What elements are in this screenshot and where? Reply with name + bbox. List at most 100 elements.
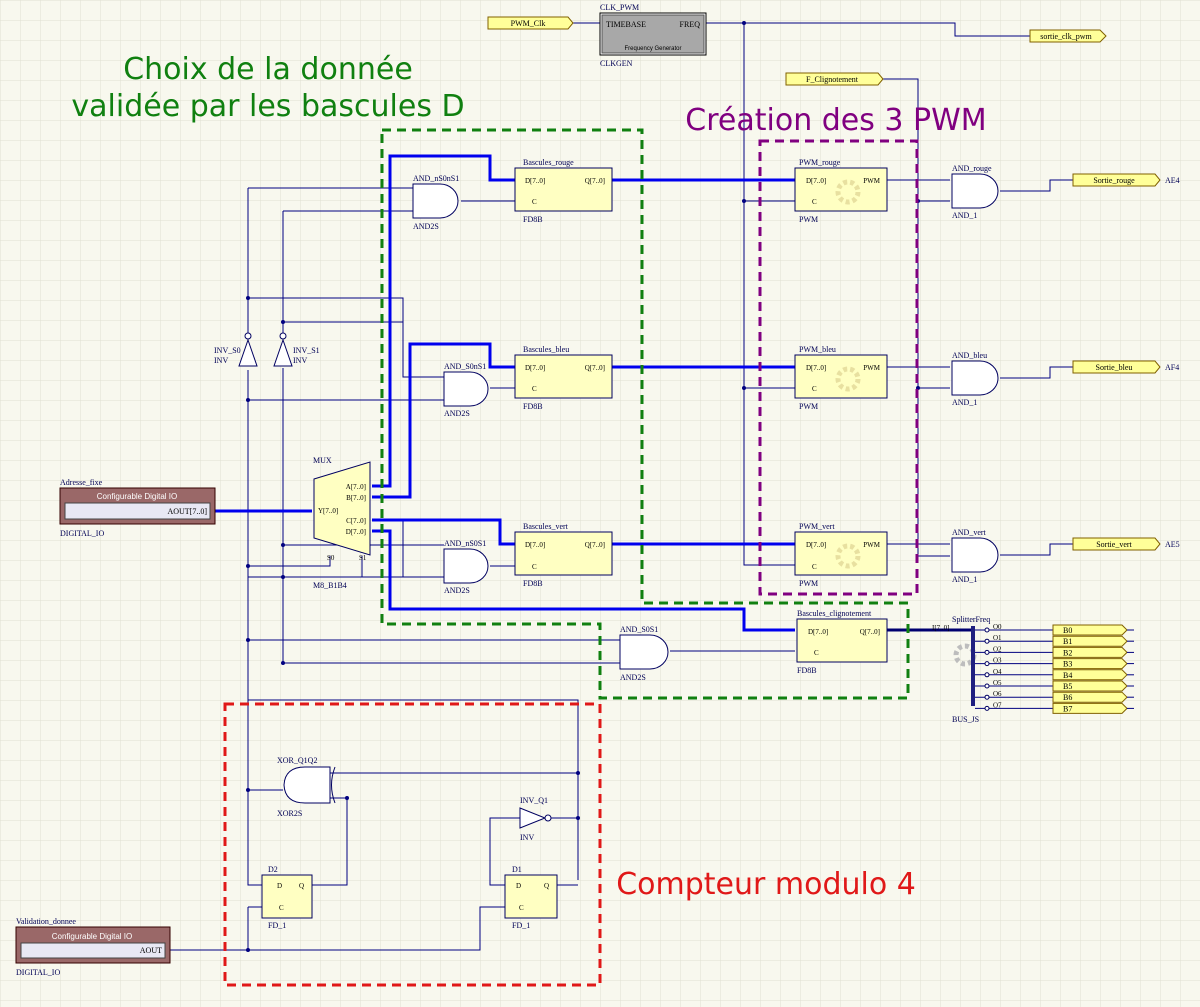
and-gate-s0ns1[interactable] [443,371,489,407]
svg-text:Q: Q [544,882,549,890]
pwm-vert[interactable]: D[7..0] PWM C [794,531,888,576]
splitter-output-label: O2 [993,645,1002,653]
bus-output-port-b4[interactable]: B4 [1052,669,1134,681]
and-gate-bleu[interactable] [951,360,999,396]
flipflop-d1[interactable]: D Q C [504,874,558,919]
port-f-clignotement[interactable]: F_Clignotement [785,72,884,86]
svg-text:D[7..0]: D[7..0] [525,541,545,549]
svg-text:Configurable Digital IO: Configurable Digital IO [52,932,132,941]
splitter-output-label: O4 [993,668,1002,676]
flipflop-d2-name: D2 [268,865,278,874]
bus-output-port-b3[interactable]: B3 [1052,658,1134,670]
splitter-name: SplitterFreq [952,615,990,624]
pwm-rouge-name: PWM_rouge [799,158,841,167]
annotation-creation: Création des 3 PWM [685,103,986,138]
and-gate-s0s1[interactable] [619,634,669,670]
svg-text:C: C [812,563,817,571]
register-rouge[interactable]: D[7..0] Q[7..0] C [514,167,613,212]
flipflop-d2[interactable]: D Q C [261,874,313,919]
inverter-s0[interactable] [238,332,258,367]
register-bleu[interactable]: D[7..0] Q[7..0] C [514,354,613,399]
splitter-output-pin [984,661,990,667]
register-rouge-name: Bascules_rouge [523,158,574,167]
bus-output-label: B3 [1063,660,1072,669]
svg-text:PWM: PWM [863,177,881,185]
inv-s1-type: INV [293,356,307,365]
pwm-bleu[interactable]: D[7..0] PWM C [794,354,888,399]
pwm-vert-name: PWM_vert [799,522,835,531]
port-sortie-vert[interactable]: Sortie_vert [1072,537,1161,551]
junctions [246,21,920,952]
svg-text:S1: S1 [359,554,367,562]
svg-text:D: D [277,882,282,890]
port-sortie-rouge[interactable]: Sortie_rouge [1072,173,1161,187]
bus-output-port-b0[interactable]: B0 [1052,624,1134,636]
svg-text:Q[7..0]: Q[7..0] [585,177,605,185]
svg-text:B[7..0]: B[7..0] [346,494,366,502]
svg-text:PWM_Clk: PWM_Clk [511,19,546,28]
svg-text:D[7..0]: D[7..0] [346,528,366,536]
svg-text:Configurable Digital IO: Configurable Digital IO [97,492,177,501]
and-gate-rouge[interactable] [951,173,999,209]
digital-io-adresse[interactable]: Configurable Digital IO AOUT[7..0] [59,487,216,525]
bus-output-port-b1[interactable]: B1 [1052,635,1134,647]
xor-name: XOR_Q1Q2 [277,756,317,765]
svg-text:I[7..0]: I[7..0] [932,624,950,632]
pwm-rouge-type: PWM [799,215,818,224]
svg-text:D[7..0]: D[7..0] [806,541,826,549]
bus-output-port-b7[interactable]: B7 [1052,702,1134,714]
gear-icon [835,366,861,392]
xor-type: XOR2S [277,809,302,818]
mux-component[interactable]: Y[7..0] A[7..0] B[7..0] C[7..0] D[7..0] … [313,461,371,562]
bus-output-label: B1 [1063,637,1072,646]
port-sortie-bleu[interactable]: Sortie_bleu [1072,360,1161,374]
svg-text:Q[7..0]: Q[7..0] [860,628,880,636]
register-clignotement[interactable]: D[7..0] Q[7..0] C [796,618,888,663]
svg-text:C: C [812,198,817,206]
bus-output-port-b6[interactable]: B6 [1052,691,1134,703]
pin-ae4: AE4 [1165,176,1180,185]
svg-text:C[7..0]: C[7..0] [346,517,366,525]
inv-q1-type: INV [520,833,534,842]
clkgen-component[interactable]: TIMEBASE FREQ Frequency Generator [599,12,707,56]
splitter-output-label: O7 [993,701,1002,709]
svg-text:Q[7..0]: Q[7..0] [585,541,605,549]
svg-text:Sortie_vert: Sortie_vert [1096,540,1132,549]
splitter-output-label: O0 [993,623,1002,631]
pin-af4: AF4 [1165,363,1179,372]
inv-s0-name: INV_S0 [214,346,241,355]
svg-text:sortie_clk_pwm: sortie_clk_pwm [1040,32,1092,41]
flipflop-d1-type: FD_1 [512,921,530,930]
svg-text:D[7..0]: D[7..0] [525,364,545,372]
io-validation-type: DIGITAL_IO [16,968,60,977]
svg-text:PWM: PWM [863,541,881,549]
inverter-q1[interactable] [519,807,552,829]
and-gate-vert[interactable] [951,537,999,573]
bus-output-label: B0 [1063,626,1072,635]
port-sortie-clk-pwm[interactable]: sortie_clk_pwm [1029,29,1107,43]
register-vert[interactable]: D[7..0] Q[7..0] C [514,531,613,576]
clkgen-caption: Frequency Generator [624,46,681,52]
bus-output-label: B2 [1063,648,1072,657]
port-pwm-clk[interactable]: PWM_Clk [487,16,574,30]
svg-text:AOUT: AOUT [140,946,162,955]
bus-output-label: B6 [1063,693,1072,702]
and-gate-ns0s1[interactable] [443,548,489,584]
pwm-rouge[interactable]: D[7..0] PWM C [794,167,888,212]
xor-gate[interactable] [283,766,336,804]
inverter-s1[interactable] [273,332,293,367]
and-gate-ns0ns1[interactable] [412,183,459,219]
splitter-output-label: O5 [993,679,1002,687]
bus-output-port-b2[interactable]: B2 [1052,646,1134,658]
svg-text:Sortie_bleu: Sortie_bleu [1096,363,1133,372]
splitter-output-pin [984,705,990,711]
bus-output-port-b5[interactable]: B5 [1052,680,1134,692]
inv-s1-name: INV_S1 [293,346,320,355]
svg-text:Sortie_rouge: Sortie_rouge [1093,176,1135,185]
splitter-output-pin [984,672,990,678]
digital-io-validation[interactable]: Configurable Digital IO AOUT [15,926,171,964]
